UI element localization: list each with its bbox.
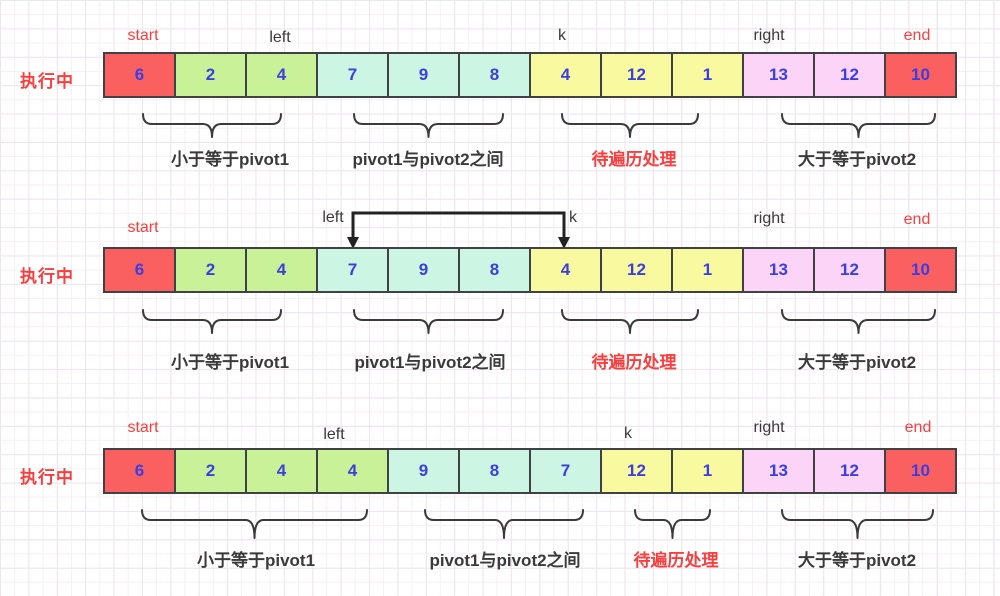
brace-label: pivot1与pivot2之间	[354, 353, 506, 372]
brace-label: 待遍历处理	[591, 353, 677, 372]
array-cell: 7	[318, 249, 389, 291]
array-cell: 2	[176, 450, 247, 492]
pointer-label-start: start	[127, 27, 159, 44]
underbrace	[781, 113, 936, 138]
underbrace	[353, 309, 504, 334]
brace-label: 待遍历处理	[633, 551, 719, 570]
array-cell: 6	[105, 249, 176, 291]
status-label: 执行中	[20, 72, 74, 91]
underbrace	[781, 509, 934, 539]
brace-label: 大于等于pivot2	[797, 353, 917, 372]
brace-label: 小于等于pivot1	[170, 353, 290, 372]
array-cell: 9	[389, 54, 460, 96]
array-cell: 4	[247, 450, 318, 492]
array-cell: 8	[460, 54, 531, 96]
array-cell: 10	[886, 249, 955, 291]
array-cell: 13	[744, 249, 815, 291]
brace-label: 小于等于pivot1	[196, 551, 316, 570]
underbrace	[424, 509, 584, 539]
array-cell: 7	[318, 54, 389, 96]
array-cell: 6	[105, 450, 176, 492]
brace-label: 大于等于pivot2	[797, 551, 917, 570]
pointer-label-end: end	[903, 211, 931, 228]
pointer-label-right: right	[753, 419, 785, 436]
array-cell: 4	[531, 249, 602, 291]
pointer-label-k: k	[569, 209, 577, 226]
brace-label: 待遍历处理	[591, 150, 677, 169]
underbrace	[142, 113, 282, 138]
array-cell: 12	[602, 249, 673, 291]
pointer-label-end: end	[904, 419, 932, 436]
underbrace	[561, 113, 699, 138]
pointer-label-left: left	[323, 426, 345, 443]
array-cell: 2	[176, 249, 247, 291]
pointer-label-start: start	[127, 219, 159, 236]
pointer-label-end: end	[903, 27, 931, 44]
pointer-label-right: right	[753, 210, 785, 227]
array-cell: 8	[460, 249, 531, 291]
pointer-label-right: right	[753, 27, 785, 44]
pointer-label-k: k	[624, 425, 632, 442]
pointer-label-left: left	[269, 29, 291, 46]
underbrace	[142, 309, 282, 334]
array-cell: 2	[176, 54, 247, 96]
array-cell: 4	[318, 450, 389, 492]
array-cell: 9	[389, 249, 460, 291]
underbrace	[634, 509, 711, 539]
pointer-label-k: k	[558, 27, 566, 44]
array-cell: 13	[744, 450, 815, 492]
pointer-label-start: start	[127, 419, 159, 436]
array-cell: 7	[531, 450, 602, 492]
swap-arrow	[351, 211, 566, 239]
array-cell: 1	[673, 249, 744, 291]
array-cell: 1	[673, 54, 744, 96]
array-cell: 12	[815, 54, 886, 96]
brace-label: 大于等于pivot2	[797, 150, 917, 169]
brace-label: pivot1与pivot2之间	[352, 150, 504, 169]
array-cell: 13	[744, 54, 815, 96]
array-cell: 6	[105, 54, 176, 96]
array-cell: 4	[531, 54, 602, 96]
status-label: 执行中	[20, 267, 74, 286]
array-cell: 12	[815, 249, 886, 291]
underbrace	[141, 509, 368, 539]
array-cell: 12	[602, 54, 673, 96]
array-cell: 9	[389, 450, 460, 492]
pointer-label-left: left	[322, 209, 344, 226]
brace-label: pivot1与pivot2之间	[429, 551, 581, 570]
array-cell: 10	[886, 450, 955, 492]
array-cell: 4	[247, 54, 318, 96]
array-cell: 4	[247, 249, 318, 291]
array-cell: 12	[815, 450, 886, 492]
underbrace	[781, 309, 936, 334]
array-cell: 1	[673, 450, 744, 492]
brace-label: 小于等于pivot1	[170, 150, 290, 169]
array-cell: 12	[602, 450, 673, 492]
status-label: 执行中	[20, 468, 74, 487]
underbrace	[561, 309, 699, 334]
array-cell: 8	[460, 450, 531, 492]
underbrace	[353, 113, 504, 138]
array-cell: 10	[886, 54, 955, 96]
